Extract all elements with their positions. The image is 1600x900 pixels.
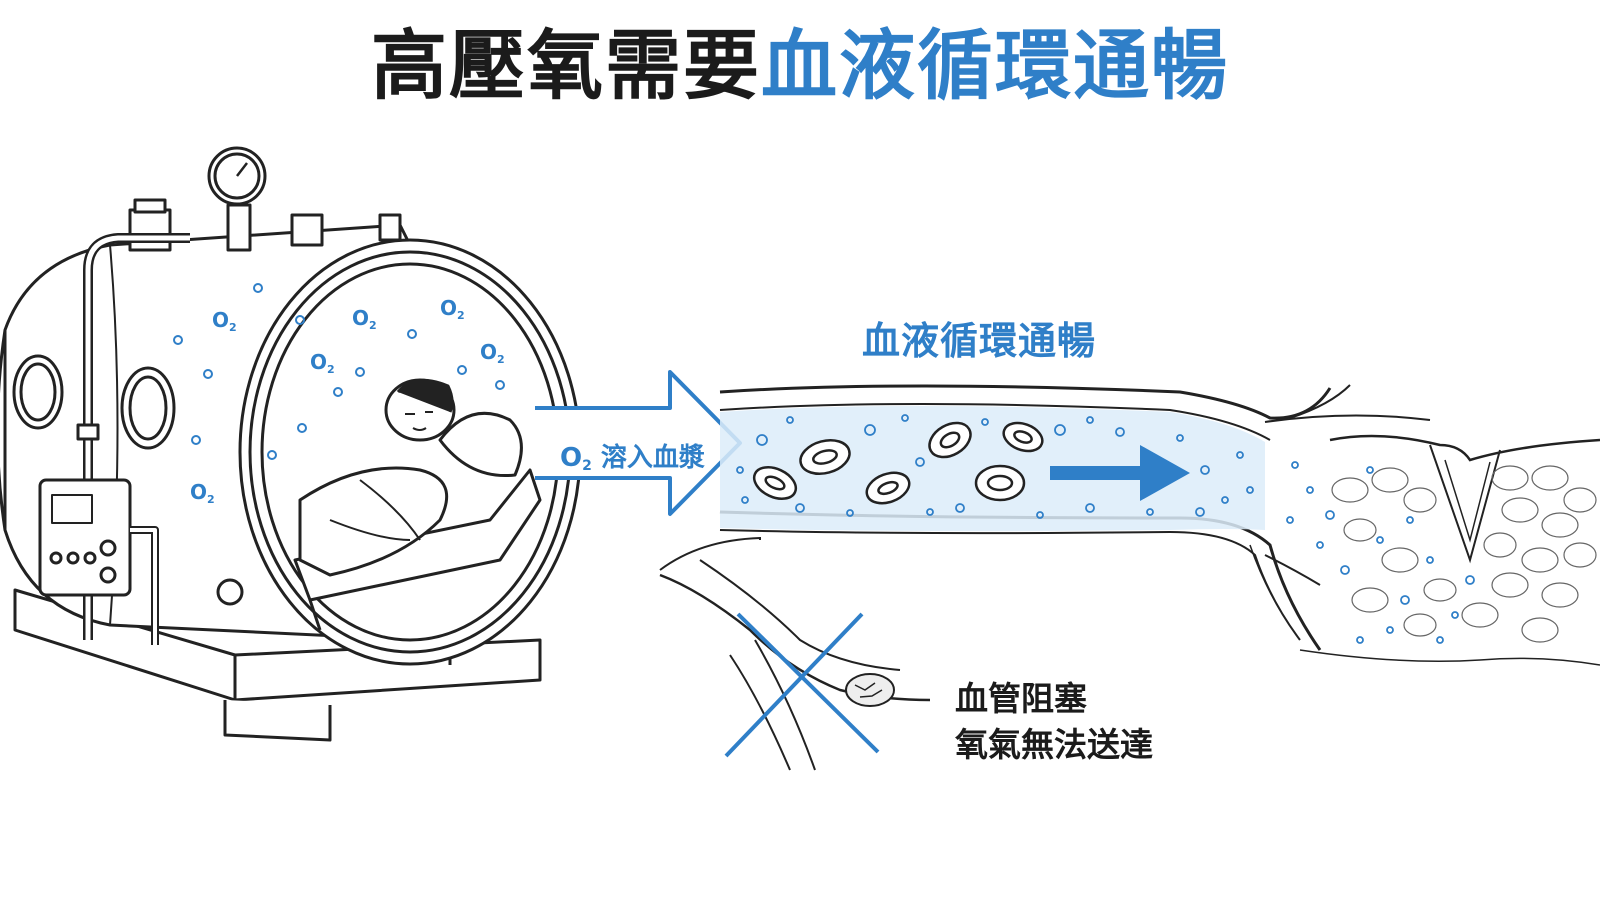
- tissue-bubbles: [1286, 461, 1475, 644]
- blood-cells: [752, 421, 1044, 505]
- title-part-1: 高壓氧需要: [371, 21, 761, 110]
- tissue-cells: [1331, 465, 1597, 643]
- o2-marker-6: O2: [190, 480, 215, 506]
- o2-marker-1: O2: [212, 308, 237, 334]
- hyperbaric-chamber: [0, 146, 582, 742]
- flow-label: 血液循環通暢: [862, 319, 1097, 363]
- o2-marker-5: O2: [310, 350, 335, 376]
- blocked-cross: [724, 612, 880, 758]
- flow-arrow: [1050, 445, 1190, 501]
- o2-marker-3: O2: [440, 296, 465, 322]
- blocked-label-line-1: 血管阻塞: [955, 679, 1087, 718]
- o2-marker-2: O2: [352, 306, 377, 332]
- chamber-bubbles: [173, 283, 505, 460]
- blocked-vessel: [659, 559, 931, 771]
- tissue: [1299, 434, 1600, 666]
- vessel-bubbles: [736, 414, 1254, 519]
- dissolve-label: O2 溶入血漿: [560, 443, 705, 474]
- blocked-label-line-2: 氧氣無法送達: [955, 725, 1153, 764]
- o2-marker-4: O2: [480, 340, 505, 366]
- page-title: 高壓氧需要血液循環通暢: [0, 28, 1600, 104]
- title-part-2: 血液循環通暢: [761, 21, 1229, 110]
